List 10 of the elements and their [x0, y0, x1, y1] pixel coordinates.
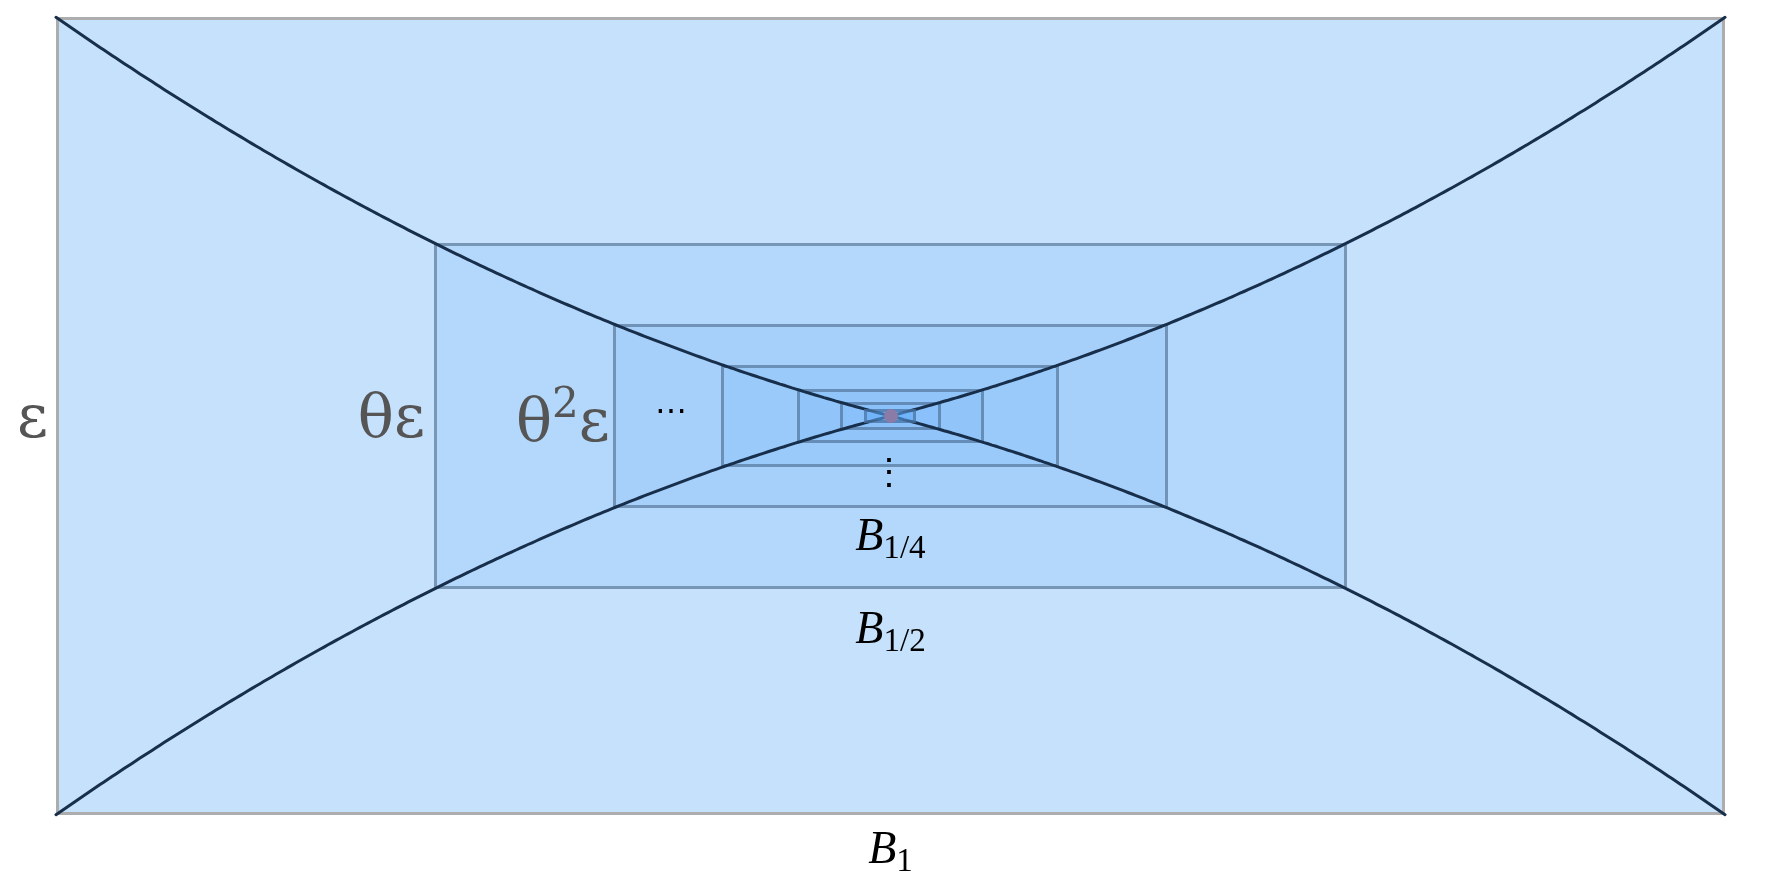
nested-rectangle: [839, 402, 942, 430]
region-label: B$_{1/4}$: [855, 512, 926, 564]
region-label: B$_{1}$: [868, 824, 913, 876]
nested-rectangle: [797, 389, 984, 443]
side-length-label: ε: [16, 386, 48, 446]
side-length-label: θ$^{2}$ε: [516, 382, 610, 450]
ellipsis: ⋯: [655, 394, 687, 426]
vertical-ellipsis: ⋮: [871, 454, 907, 490]
region-label: B$_{1/2}$: [855, 605, 926, 657]
side-length-label: θε: [357, 386, 425, 446]
